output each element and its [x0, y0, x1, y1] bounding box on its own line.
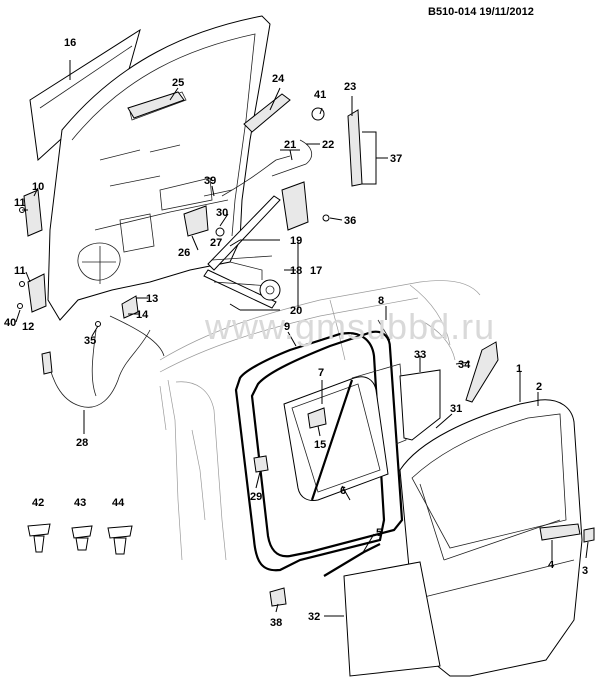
callout-38: 38: [270, 617, 282, 629]
callout-7: 7: [318, 367, 324, 379]
callout-11b: 11: [14, 265, 26, 277]
part-frame-seal: [250, 319, 404, 558]
callout-8: 8: [378, 295, 384, 307]
part-26-bracket: [183, 205, 209, 237]
callout-26: 26: [178, 247, 190, 259]
callout-16: 16: [64, 37, 76, 49]
callout-36: 36: [344, 215, 356, 227]
callout-17: 17: [310, 265, 322, 277]
callout-27: 27: [210, 237, 222, 249]
part-35-bolt: [95, 321, 101, 327]
callout-1: 1: [516, 363, 522, 375]
callout-37: 37: [390, 153, 402, 165]
callout-14: 14: [136, 309, 149, 321]
part-39-rod: [203, 189, 233, 197]
part-handle-cap: [583, 527, 595, 543]
part-harness-connector: [41, 351, 53, 375]
callout-43: 43: [74, 497, 86, 509]
callout-21: 21: [284, 139, 296, 151]
part-trim-strip: [347, 109, 363, 187]
callout-20: 20: [290, 305, 302, 317]
callout-13: 13: [146, 293, 158, 305]
callout-4: 4: [548, 559, 555, 571]
part-cable: [221, 155, 291, 197]
callout-2: 2: [536, 381, 542, 393]
part-38-clip: [269, 587, 287, 607]
part-lower-hinge: [27, 273, 47, 313]
part-rod: [271, 139, 313, 177]
part-upper-hinge: [23, 189, 43, 237]
part-glass-channel: [283, 363, 407, 501]
callout-18: 18: [290, 265, 302, 277]
part-42-clip: [27, 523, 51, 553]
part-41-grommet: [311, 107, 325, 121]
part-29-stopper: [253, 455, 269, 473]
part-belt-moulding: [323, 543, 381, 577]
diagram-code: B510-014 19/11/2012: [428, 6, 534, 18]
callout-10: 10: [32, 181, 44, 193]
callout-23: 23: [344, 81, 356, 93]
callout-6: 6: [340, 485, 346, 497]
part-door-seal: [234, 332, 386, 572]
part-inside-handle: [127, 91, 185, 119]
part-outer-door-shell: [399, 399, 583, 677]
callout-33: 33: [414, 349, 426, 361]
part-34-moulding: [465, 341, 499, 403]
callout-15: 15: [314, 439, 326, 451]
part-40-bolt: [17, 303, 23, 309]
callout-5: 5: [376, 527, 382, 539]
callout-34: 34: [458, 359, 471, 371]
callout-labels: 1 2 3 4 5 6 7 8 9 10 11 11 12 13 14 15 1…: [4, 37, 588, 629]
callout-29: 29: [250, 491, 262, 503]
callout-40: 40: [4, 317, 16, 329]
callout-39: 39: [204, 175, 216, 187]
callout-35: 35: [84, 335, 96, 347]
callout-25: 25: [172, 77, 184, 89]
callout-28: 28: [76, 437, 88, 449]
callout-41: 41: [314, 89, 326, 101]
part-outer-panel: [343, 561, 441, 677]
watermark-text: www.gmsubbd.ru: [205, 306, 496, 347]
callout-44: 44: [112, 497, 125, 509]
callout-19: 19: [290, 235, 302, 247]
callout-3: 3: [582, 565, 588, 577]
part-11-bolt-b: [19, 281, 25, 287]
part-door-latch: [281, 181, 309, 231]
part-43-clip: [71, 525, 93, 551]
callout-32: 32: [308, 611, 320, 623]
callout-24: 24: [272, 73, 285, 85]
part-outer-handle: [539, 523, 581, 541]
part-15-bracket: [307, 407, 327, 429]
leader-lines: [15, 60, 589, 617]
part-lock-actuator: [243, 93, 291, 133]
callout-42: 42: [32, 497, 44, 509]
part-quarter-glass: [399, 369, 441, 441]
callout-22: 22: [322, 139, 334, 151]
callout-9: 9: [284, 321, 290, 333]
part-window-regulator: [203, 195, 281, 309]
part-check-link: [121, 295, 139, 319]
body-side-panel: [159, 280, 481, 561]
part-44-clip: [107, 525, 133, 555]
callout-12: 12: [22, 321, 34, 333]
callout-31: 31: [450, 403, 462, 415]
part-wiring-harness: [45, 315, 165, 408]
part-inner-door-frame: [47, 15, 271, 321]
part-27-bolt: [215, 227, 225, 237]
part-36-screw: [322, 214, 330, 222]
callout-30: 30: [216, 207, 228, 219]
callout-11a: 11: [14, 197, 26, 209]
